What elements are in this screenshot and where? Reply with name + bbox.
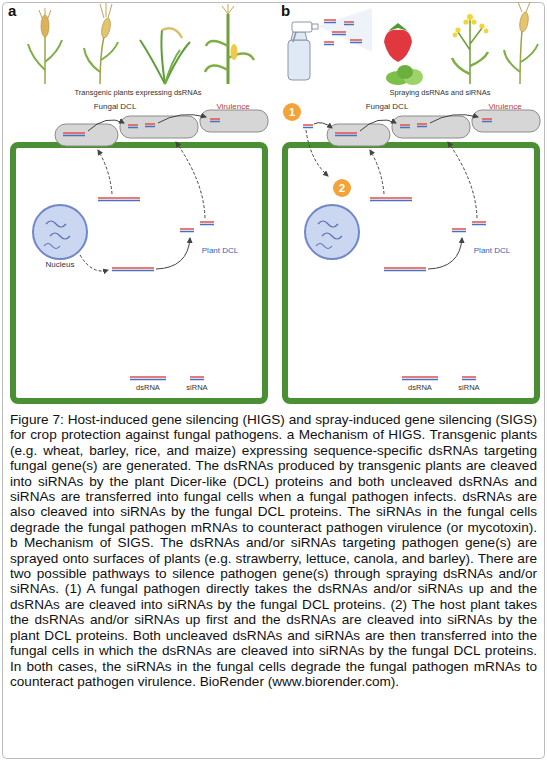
figure-frame xyxy=(3,3,545,759)
figure-caption: Figure 7: Host-induced gene silencing (H… xyxy=(10,412,537,689)
strawberry-fruit xyxy=(384,30,412,62)
strawberry-leaves xyxy=(388,23,408,31)
virulence-arrow xyxy=(158,115,206,123)
canola-flower xyxy=(479,23,484,28)
bottle-head xyxy=(292,22,312,32)
callout-number: 2 xyxy=(333,179,351,197)
node-text: Virulence xyxy=(483,102,527,112)
spray-mist xyxy=(318,8,372,52)
sprayed-rna xyxy=(324,20,362,42)
fungal-hypha: Fungal DCL Virulence xyxy=(55,102,268,148)
grain-head xyxy=(518,11,529,32)
plant-stem xyxy=(458,20,482,84)
barley-plant xyxy=(84,3,118,84)
grain-awns xyxy=(39,8,51,18)
plant-leaf xyxy=(228,53,254,60)
bottle-shoulder xyxy=(291,32,307,40)
canola-flower xyxy=(463,19,468,24)
plant-stem xyxy=(44,34,46,84)
node-text: Plant DCL xyxy=(200,246,240,256)
grain-head xyxy=(100,17,112,38)
maize-plant xyxy=(205,4,254,84)
bottle-nozzle xyxy=(312,24,318,29)
canola-flower xyxy=(455,27,460,32)
plant-leaf xyxy=(504,44,538,72)
lettuce-leaf xyxy=(386,71,410,85)
nucleus-circle: Nucleus xyxy=(32,204,88,260)
spray-bottle xyxy=(288,8,372,80)
plant-leaf xyxy=(205,65,228,72)
panel-letter: b xyxy=(281,3,295,19)
canola-plant xyxy=(452,14,488,84)
plant-leaf xyxy=(28,44,45,70)
fungal-dcl-arrow xyxy=(360,120,396,131)
plant-leaf xyxy=(140,40,165,84)
grain-awns xyxy=(100,3,112,18)
plant-cell: Plant DCL xyxy=(282,142,540,404)
plant-leaf xyxy=(84,48,100,72)
plant-leaf xyxy=(452,52,488,74)
hypha-segment xyxy=(392,116,470,138)
plant-leaf xyxy=(206,41,228,46)
plant-leaf xyxy=(101,42,118,60)
maize-cob xyxy=(231,44,238,60)
hypha-segment xyxy=(200,110,268,132)
maize-tassel xyxy=(222,4,234,14)
plant-leaf xyxy=(161,30,165,84)
sprayed-rna xyxy=(324,23,362,45)
bottle-trigger xyxy=(293,32,296,42)
node-text: Virulence xyxy=(211,102,255,112)
molecule-label: siRNA xyxy=(177,383,217,392)
molecule-label: dsRNA xyxy=(128,383,168,392)
fungal-dcl-arrow xyxy=(88,120,124,131)
canola-flower xyxy=(484,29,489,34)
node-text: Nucleus xyxy=(22,260,98,270)
plant-stem xyxy=(520,30,522,84)
wheat-plant xyxy=(28,8,62,84)
barley-plant xyxy=(504,2,538,84)
panel-subtitle: Transgenic plants expressing dsRNAs xyxy=(48,88,228,97)
canola-flower xyxy=(467,14,473,20)
lettuce xyxy=(386,65,423,85)
uptake-arrow xyxy=(314,123,332,128)
plant-cell: Plant DCL Nucleus xyxy=(10,142,268,404)
rice-plant xyxy=(140,28,190,84)
hypha-segment xyxy=(120,116,198,138)
node-text: Fungal DCL xyxy=(363,102,411,112)
plant-leaf xyxy=(165,50,180,84)
plant-stem xyxy=(100,36,104,84)
canola-flower xyxy=(471,19,476,24)
grain-head xyxy=(41,15,49,37)
canola-flower xyxy=(453,33,458,38)
hypha-segment xyxy=(472,110,540,132)
grain-awns xyxy=(518,2,530,12)
molecule-label: siRNA xyxy=(449,383,489,392)
node-text: Fungal DCL xyxy=(91,102,139,112)
fungal-hypha: Fungal DCL Virulence xyxy=(327,102,540,148)
virulence-arrow xyxy=(430,115,478,123)
plant-leaf xyxy=(45,40,62,62)
bottle-body xyxy=(288,40,310,80)
panel-subtitle: Spraying dsRNAs and siRNAs xyxy=(350,88,530,97)
molecule-label: dsRNA xyxy=(400,383,440,392)
lettuce-leaf xyxy=(403,69,423,85)
panel-letter: a xyxy=(8,3,22,19)
strawberry xyxy=(384,23,412,62)
plant-leaf xyxy=(165,42,190,84)
plant-stem xyxy=(227,14,230,84)
lettuce-leaf xyxy=(397,65,413,79)
node-text: Plant DCL xyxy=(472,246,512,256)
callout-number: 1 xyxy=(283,103,301,121)
rice-panicle xyxy=(162,28,182,38)
